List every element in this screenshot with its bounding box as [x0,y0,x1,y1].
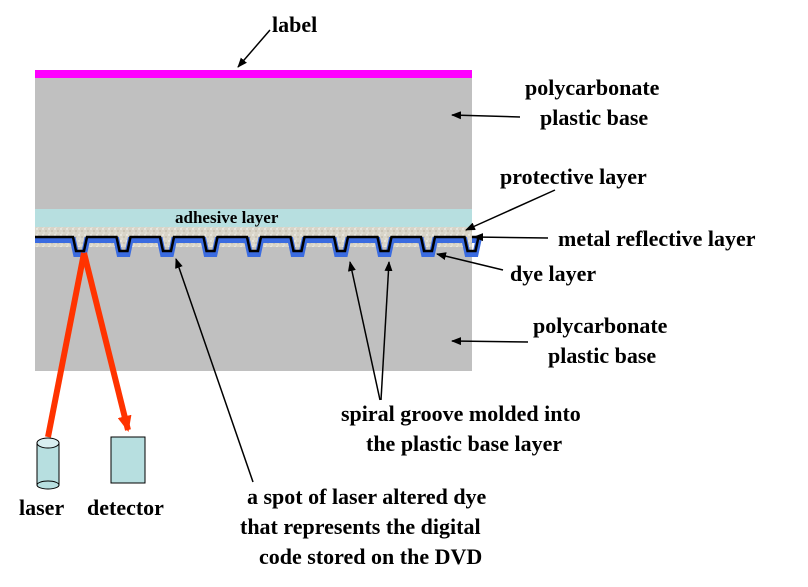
groove-label-line2: the plastic base layer [366,431,562,456]
laser-reflected-beam [81,252,132,432]
metal-layer-arrow [473,233,549,242]
top-base-arrow [451,111,521,120]
laser-incident-beam [45,252,87,438]
bottom-base-label-line2: plastic base [548,343,656,368]
bottom-base-arrow [451,337,529,346]
detector-label: detector [87,495,164,520]
label-title: label [272,12,317,37]
laser-device [36,437,60,490]
dye-layer-arrow [436,252,504,271]
dye-layer-label: dye layer [510,261,596,286]
metal-reflective-layer-label: metal reflective layer [558,226,756,251]
protective-layer-arrow [465,189,556,231]
altered-dye-label-line3: code stored on the DVD [259,544,482,569]
groove-layers [35,235,483,257]
groove-label-line1: spiral groove molded into [341,401,581,426]
groove-arrow-1 [348,261,381,401]
protective-layer-label: protective layer [500,164,647,189]
altered-dye-label-line1: a spot of laser altered dye [247,484,487,509]
adhesive-layer-label: adhesive layer [175,208,279,227]
bottom-base-label-line1: polycarbonate [533,313,668,338]
metal-reflective-layer [35,235,481,253]
detector-device [110,436,146,484]
groove-arrow-2 [380,261,393,401]
altered-dye-arrow [175,258,254,483]
adhesive-layer [35,209,472,227]
label-layer [35,70,472,78]
top-plastic-base [35,78,472,209]
laser-label: laser [19,495,64,520]
altered-dye-label-line2: that represents the digital [240,514,481,539]
label-arrow [237,29,271,68]
top-base-label-line1: polycarbonate [525,75,660,100]
top-base-label-line2: plastic base [540,105,648,130]
dye-layer [35,237,483,257]
